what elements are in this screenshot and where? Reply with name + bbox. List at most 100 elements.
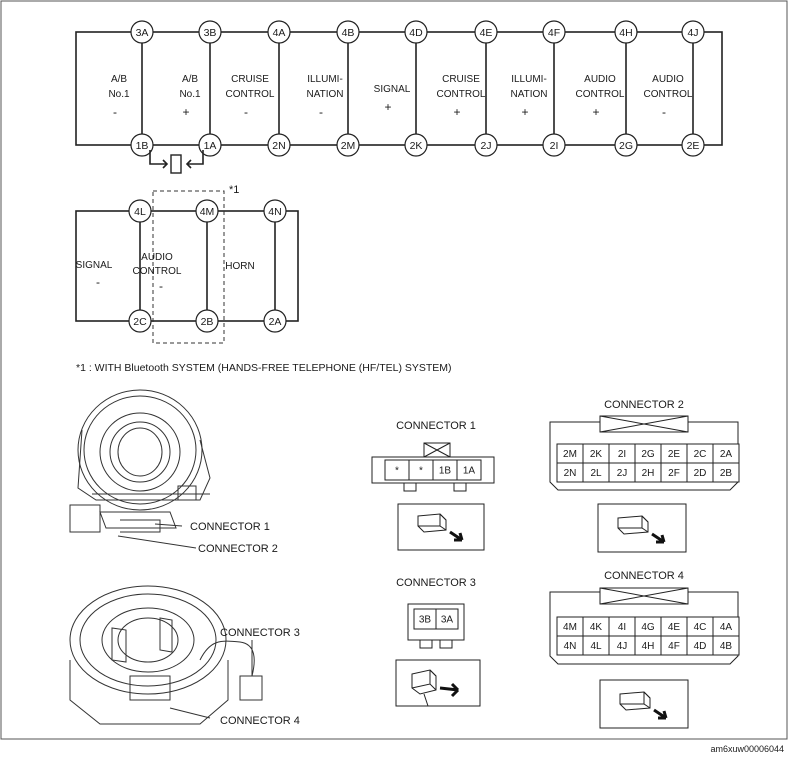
terminal-pin-label: 2M: [341, 140, 356, 152]
connector-terminal: *: [408, 459, 434, 481]
connector-terminal: 4F: [660, 635, 688, 656]
image-code: am6xuw00006044: [710, 744, 784, 754]
connector-terminal: 2K: [582, 443, 610, 464]
circuit-function-label: AUDIO: [584, 74, 616, 85]
connector-terminal: 1B: [432, 459, 458, 481]
terminal-pin-label: 4F: [548, 27, 560, 39]
connector-terminal: 3A: [435, 608, 459, 630]
terminal-pin: 2N: [267, 133, 291, 157]
top-circuit: 3A1B3B1A4A2N4B2M4D2K4E2J4F2I4H2G4J2EA/BN…: [75, 20, 723, 174]
connector-terminal-label: 4G: [641, 622, 655, 633]
terminal-pin-label: 2I: [550, 140, 559, 152]
circuit-function-label: CRUISE: [442, 74, 480, 85]
terminal-pin-label: 1A: [204, 140, 217, 152]
terminal-pin-label: 2C: [133, 316, 147, 328]
connector-terminal: 2A: [712, 443, 740, 464]
terminal-pin-circle: [542, 133, 566, 157]
connector-terminal-label: 4N: [564, 641, 577, 652]
terminal-pin: 2M: [336, 133, 360, 157]
connector-terminal-label: 3A: [441, 615, 454, 626]
connector-terminal-label: *: [419, 466, 423, 477]
connector-terminal-label: 4J: [617, 641, 628, 652]
circuit-function-label: SIGNAL: [76, 260, 113, 271]
connector-terminal-label: 4M: [563, 622, 577, 633]
connector-terminal-label: 4C: [694, 622, 707, 633]
connector-terminal: 4H: [634, 635, 662, 656]
circuit-polarity: +: [384, 100, 391, 114]
resistor: [170, 154, 182, 174]
terminal-pin-circle: [267, 20, 291, 44]
terminal-pin-circle: [404, 133, 428, 157]
terminal-pin: 3B: [198, 20, 222, 44]
footnote: *1 : WITH Bluetooth SYSTEM (HANDS-FREE T…: [76, 362, 452, 374]
terminal-pin-circle: [614, 133, 638, 157]
connector-terminal-label: 2M: [563, 449, 577, 460]
terminal-pin-label: 2B: [201, 316, 214, 328]
connector-terminal-label: 4I: [618, 622, 626, 633]
terminal-pin-label: 4E: [480, 27, 493, 39]
terminal-pin: 2C: [128, 309, 152, 333]
connector-1-face: CONNECTOR 1 * * 1B 1A: [371, 420, 495, 492]
terminal-pin-label: 2N: [272, 140, 285, 152]
terminal-pin: 4E: [474, 20, 498, 44]
terminal-pin-circle: [130, 133, 154, 157]
terminal-pin-label: 4J: [687, 27, 698, 39]
connector-terminal: 4E: [660, 616, 688, 637]
connector-terminal-label: 3B: [419, 615, 432, 626]
connector-terminal-label: 1A: [463, 466, 476, 477]
connector-terminal: 4M: [556, 616, 584, 637]
connector-terminal-label: 2A: [720, 449, 733, 460]
connector-terminal: 2G: [634, 443, 662, 464]
circuit-polarity: -: [662, 105, 666, 119]
circuit-function-label: SIGNAL: [374, 84, 411, 95]
terminal-pin-circle: [263, 309, 287, 333]
connector-terminal-label: 2D: [694, 468, 707, 479]
terminal-pin-circle: [267, 133, 291, 157]
circuit-function-label: NATION: [306, 89, 343, 100]
connector-1-view-icon: [397, 503, 485, 551]
connector-1-title: CONNECTOR 1: [396, 420, 476, 432]
terminal-pin-circle: [336, 133, 360, 157]
connector-terminal-label: 2G: [641, 449, 655, 460]
circuit-function-label: CONTROL: [576, 89, 625, 100]
terminal-pin-circle: [263, 199, 287, 223]
connector-terminal-label: 2H: [642, 468, 655, 479]
circuit-function-label: HORN: [225, 261, 254, 272]
terminal-pin: 2B: [195, 309, 219, 333]
connector-terminal-label: 4L: [590, 641, 602, 652]
circuit-polarity: -: [244, 105, 248, 119]
circuit-polarity: -: [159, 279, 163, 293]
connector-terminal: 4I: [608, 616, 636, 637]
connector-terminal-cell: [712, 635, 740, 656]
circuit-polarity: +: [182, 105, 189, 119]
connector-terminal: 4D: [686, 635, 714, 656]
circuit-polarity: -: [319, 105, 323, 119]
outer-border: [0, 0, 788, 740]
connector-terminal: 2I: [608, 443, 636, 464]
terminal-pin: 4B: [336, 20, 360, 44]
connector-terminal: *: [384, 459, 410, 481]
connector-4-title: CONNECTOR 4: [604, 570, 684, 582]
connector-terminal-label: 4D: [694, 641, 707, 652]
terminal-pin-circle: [195, 309, 219, 333]
circuit-function-label: No.1: [179, 89, 201, 100]
connector-terminal-cell: [456, 459, 482, 481]
terminal-pin-circle: [128, 199, 152, 223]
connector-terminal-label: 2B: [720, 468, 733, 479]
terminal-pin-circle: [474, 20, 498, 44]
connector-2-view-icon: [597, 503, 687, 553]
terminal-pin-circle: [198, 133, 222, 157]
terminal-pin-label: 2K: [410, 140, 423, 152]
note-marker: *1: [229, 184, 239, 196]
terminal-pin: 2G: [614, 133, 638, 157]
resistor-arrow: [162, 159, 192, 169]
terminal-pin-label: 2E: [687, 140, 700, 152]
connector-terminal-label: 2K: [590, 449, 603, 460]
connector-4-view-icon: [599, 679, 689, 729]
terminal-pin: 2E: [681, 133, 705, 157]
connector-3-view-icon: [395, 659, 481, 707]
connector-terminal-cell: [435, 608, 459, 630]
